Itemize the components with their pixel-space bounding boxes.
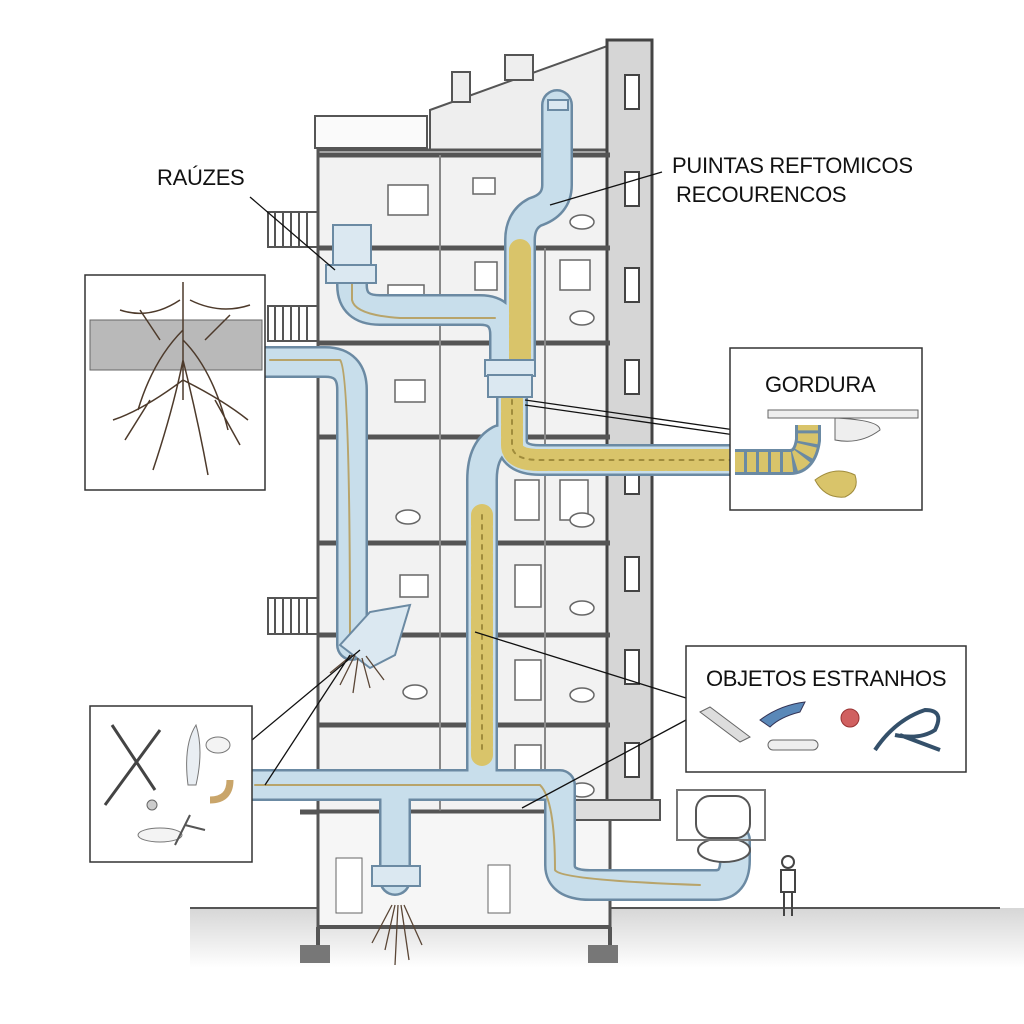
cracked-pipe bbox=[89, 319, 263, 371]
leader-lines bbox=[249, 171, 736, 809]
label-roots: RAÚZES bbox=[157, 165, 245, 190]
grease-buildup bbox=[735, 425, 818, 472]
tools-inset bbox=[89, 705, 253, 863]
gear-toy-icon bbox=[840, 708, 860, 728]
food-scrap-icon bbox=[209, 779, 234, 804]
pipe-fittings bbox=[325, 99, 766, 887]
door bbox=[335, 857, 363, 914]
spoon-icon bbox=[137, 827, 183, 843]
clip-icon bbox=[759, 701, 806, 728]
roof-railing bbox=[314, 115, 428, 149]
roots-inset bbox=[84, 274, 266, 491]
label-foreign-objects: OBJETOS ESTRANHOS bbox=[706, 666, 947, 691]
toilet-icon bbox=[695, 795, 751, 863]
grease-clog-texture bbox=[481, 399, 801, 756]
glove-icon bbox=[699, 706, 751, 743]
pebble-icon bbox=[146, 799, 158, 811]
tool-icon bbox=[873, 707, 941, 752]
fixtures bbox=[395, 214, 595, 798]
egg-icon bbox=[205, 736, 231, 754]
tampon-icon bbox=[186, 723, 201, 786]
cotton-swab-icon bbox=[103, 724, 162, 806]
balconies bbox=[267, 211, 319, 635]
wrench-icon bbox=[767, 739, 819, 751]
label-recurring-line1: PUINTAS REFTOMICOS bbox=[672, 153, 913, 178]
drain-pipes bbox=[236, 89, 816, 901]
tree-roots-icon bbox=[112, 282, 251, 476]
roots-bursting bbox=[329, 654, 423, 966]
person-figure bbox=[780, 855, 796, 916]
interior-walls bbox=[439, 155, 546, 812]
grease-blob bbox=[814, 470, 857, 498]
tower-windows bbox=[624, 74, 640, 778]
roots-in-pipe bbox=[254, 249, 701, 886]
hook-icon bbox=[174, 814, 206, 846]
chimney bbox=[451, 71, 471, 103]
label-grease: GORDURA bbox=[765, 372, 876, 397]
floor-slabs bbox=[300, 152, 660, 815]
foreign-objects-inset bbox=[685, 645, 967, 773]
sink-icon bbox=[767, 409, 919, 442]
door bbox=[487, 864, 511, 914]
label-recurring-line2: RECOURENCOS bbox=[676, 182, 847, 207]
chimney bbox=[504, 54, 534, 81]
building bbox=[267, 38, 661, 963]
grease-inset bbox=[729, 347, 923, 511]
side-tower bbox=[605, 38, 654, 812]
